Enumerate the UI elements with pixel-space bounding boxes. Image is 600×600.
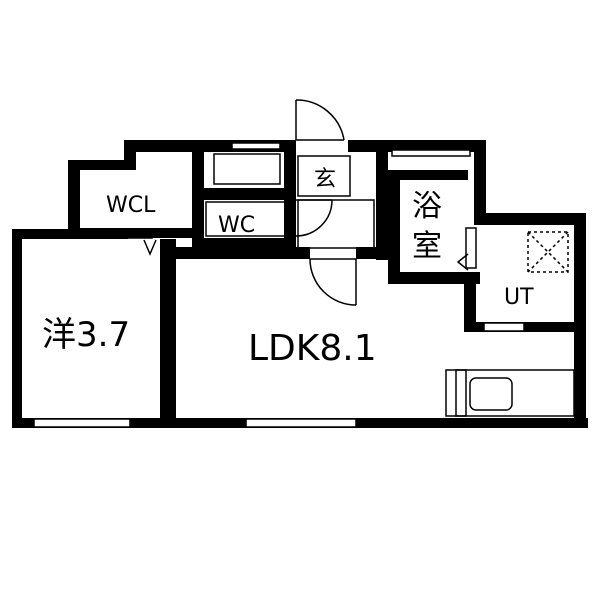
label-wc: WC [218, 213, 255, 238]
window-ut [483, 322, 525, 332]
label-wcl: WCL [106, 193, 156, 218]
door-swings [295, 99, 357, 306]
label-ldk: LDK8.1 [248, 328, 377, 369]
windows [33, 142, 525, 428]
window-bath-top [391, 149, 471, 157]
label-entrance: 玄 [314, 167, 336, 192]
window-western-room [33, 418, 131, 428]
label-utility: UT [504, 285, 534, 310]
window-ldk [245, 418, 357, 428]
window-wc-top [231, 142, 281, 150]
label-western-room: 洋3.7 [42, 315, 130, 355]
interior-fixtures [111, 153, 575, 417]
exterior-walls [12, 140, 588, 428]
label-bathroom-1: 浴 [412, 189, 442, 224]
label-bathroom-2: 室 [412, 229, 442, 264]
